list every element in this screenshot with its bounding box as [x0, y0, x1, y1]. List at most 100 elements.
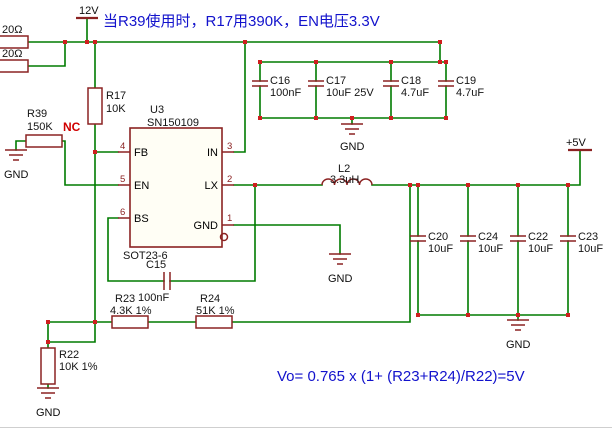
resistor-body[interactable]: [40, 347, 56, 385]
resistor-ref[interactable]: R24: [200, 293, 220, 305]
net-output-cap-gnd-wire[interactable]: [417, 240, 569, 321]
resistor-body[interactable]: [0, 59, 29, 73]
gnd-symbol-r22[interactable]: GND: [36, 387, 61, 419]
capacitor-plates-icon[interactable]: [252, 80, 268, 87]
net-fb-en-wire[interactable]: [15, 123, 119, 343]
net-u3-gnd-wire[interactable]: [233, 224, 341, 255]
resistor-r22[interactable]: R22 10K 1%: [40, 347, 98, 385]
ic-part[interactable]: SN150109: [147, 117, 199, 129]
resistor-value[interactable]: 10K: [106, 103, 126, 115]
capacitor-value[interactable]: 4.7uF: [401, 87, 429, 99]
gnd-symbol-u3[interactable]: GND: [328, 253, 353, 285]
nc-flag[interactable]: NC: [63, 120, 81, 134]
resistor-value[interactable]: 150K: [27, 121, 53, 133]
gnd-symbol-r39[interactable]: GND: [4, 149, 29, 181]
inductor-ref[interactable]: L2: [338, 163, 350, 175]
gnd-label[interactable]: GND: [506, 339, 531, 351]
resistor-ref[interactable]: R22: [59, 349, 79, 361]
capacitor-value[interactable]: 10uF: [528, 243, 553, 255]
resistor-value[interactable]: 4.3K 1%: [110, 305, 152, 317]
resistor-body[interactable]: [87, 87, 103, 125]
gnd-label[interactable]: GND: [328, 273, 353, 285]
capacitor-c17[interactable]: C17 10uF 25V: [308, 75, 374, 99]
capacitor-plates-icon[interactable]: [460, 235, 476, 242]
net-5v-output-wire[interactable]: [371, 149, 581, 237]
capacitor-c20[interactable]: C20 10uF: [410, 231, 453, 255]
capacitor-ref[interactable]: C20: [428, 231, 448, 243]
gnd-symbol-input-caps[interactable]: GND: [340, 123, 365, 153]
capacitor-plates-icon[interactable]: [510, 235, 526, 242]
resistor-r23[interactable]: R23 4.3K 1%: [110, 293, 152, 329]
capacitor-value[interactable]: 10uF: [578, 243, 603, 255]
capacitor-ref[interactable]: C15: [146, 259, 166, 271]
gnd-icon: [5, 149, 27, 161]
resistor-body[interactable]: [111, 315, 149, 329]
net-label-5v[interactable]: +5V: [566, 137, 587, 149]
net-label-12v[interactable]: 12V: [79, 5, 99, 17]
capacitor-value[interactable]: 4.7uF: [456, 87, 484, 99]
ic-package[interactable]: SOT23-6: [123, 250, 168, 262]
capacitor-plates-icon[interactable]: [438, 80, 454, 87]
net-12v-wire[interactable]: [27, 17, 447, 153]
ic-u3[interactable]: U3 SN150109 FB EN BS IN LX GND 4 5 6 3 2…: [118, 104, 234, 262]
capacitor-ref[interactable]: C22: [528, 231, 548, 243]
capacitor-ref[interactable]: C18: [401, 75, 421, 87]
capacitor-plates-icon[interactable]: [163, 272, 171, 290]
gnd-label[interactable]: GND: [36, 407, 61, 419]
gnd-label[interactable]: GND: [340, 141, 365, 153]
capacitor-value[interactable]: 100nF: [138, 292, 169, 304]
power-flag-5v[interactable]: +5V: [566, 137, 592, 152]
capacitor-value[interactable]: 10uF 25V: [326, 87, 374, 99]
capacitor-ref[interactable]: C17: [326, 75, 346, 87]
capacitor-plates-icon[interactable]: [560, 235, 576, 242]
pin-name-bs: BS: [134, 213, 149, 225]
capacitor-plates-icon[interactable]: [308, 80, 324, 87]
inductor-l2[interactable]: L2 3.3uH: [321, 163, 373, 186]
resistor-body[interactable]: [25, 134, 63, 148]
net-lx-bs-wire[interactable]: [107, 184, 323, 282]
capacitor-value[interactable]: 100nF: [270, 87, 301, 99]
resistor-value[interactable]: 10K 1%: [59, 361, 98, 373]
resistor-ref[interactable]: R39: [27, 108, 47, 120]
resistor-r17[interactable]: R17 10K: [87, 87, 126, 125]
resistor-input-1[interactable]: 20Ω: [0, 24, 29, 49]
capacitor-c24[interactable]: C24 10uF: [460, 231, 503, 255]
resistor-r39[interactable]: R39 150K NC: [25, 108, 81, 148]
resistor-body[interactable]: [0, 35, 29, 49]
capacitor-value[interactable]: 10uF: [428, 243, 453, 255]
capacitor-plates-icon[interactable]: [410, 235, 426, 242]
inductor-value[interactable]: 3.3uH: [330, 174, 359, 186]
ic-ref[interactable]: U3: [150, 104, 164, 116]
capacitor-value[interactable]: 10uF: [478, 243, 503, 255]
pin1-circle-icon: [219, 232, 229, 242]
ic-body[interactable]: [129, 127, 223, 248]
net-input-cap-gnd-wire[interactable]: [259, 85, 447, 125]
inductor-coil-icon[interactable]: [321, 178, 373, 186]
gnd-label[interactable]: GND: [4, 169, 29, 181]
formula-annotation[interactable]: Vo= 0.765 x (1+ (R23+R24)/R22)=5V: [277, 368, 525, 385]
note-annotation[interactable]: 当R39使用时，R17用390K，EN电压3.3V: [103, 13, 380, 30]
capacitor-c18[interactable]: C18 4.7uF: [383, 75, 429, 99]
resistor-value[interactable]: 20Ω: [2, 24, 22, 36]
capacitor-c19[interactable]: C19 4.7uF: [438, 75, 484, 99]
net-feedback-divider-wire[interactable]: [47, 184, 411, 389]
resistor-value[interactable]: 20Ω: [2, 48, 22, 60]
resistor-ref[interactable]: R23: [115, 293, 135, 305]
resistor-r24[interactable]: R24 51K 1%: [195, 293, 235, 329]
capacitor-plates-icon[interactable]: [383, 80, 399, 87]
capacitor-ref[interactable]: C16: [270, 75, 290, 87]
capacitor-ref[interactable]: C19: [456, 75, 476, 87]
resistor-input-2[interactable]: 20Ω: [0, 48, 29, 73]
capacitor-c23[interactable]: C23 10uF: [560, 231, 603, 255]
capacitor-ref[interactable]: C24: [478, 231, 498, 243]
gnd-icon: [329, 253, 351, 265]
capacitor-c22[interactable]: C22 10uF: [510, 231, 553, 255]
capacitor-ref[interactable]: C23: [578, 231, 598, 243]
power-flag-12v[interactable]: 12V: [76, 5, 99, 20]
resistor-ref[interactable]: R17: [106, 90, 126, 102]
resistor-body[interactable]: [195, 315, 233, 329]
resistor-value[interactable]: 51K 1%: [196, 305, 235, 317]
capacitor-c15[interactable]: C15 100nF: [138, 259, 171, 304]
capacitor-c16[interactable]: C16 100nF: [252, 75, 301, 99]
gnd-symbol-output-caps[interactable]: GND: [506, 319, 531, 351]
